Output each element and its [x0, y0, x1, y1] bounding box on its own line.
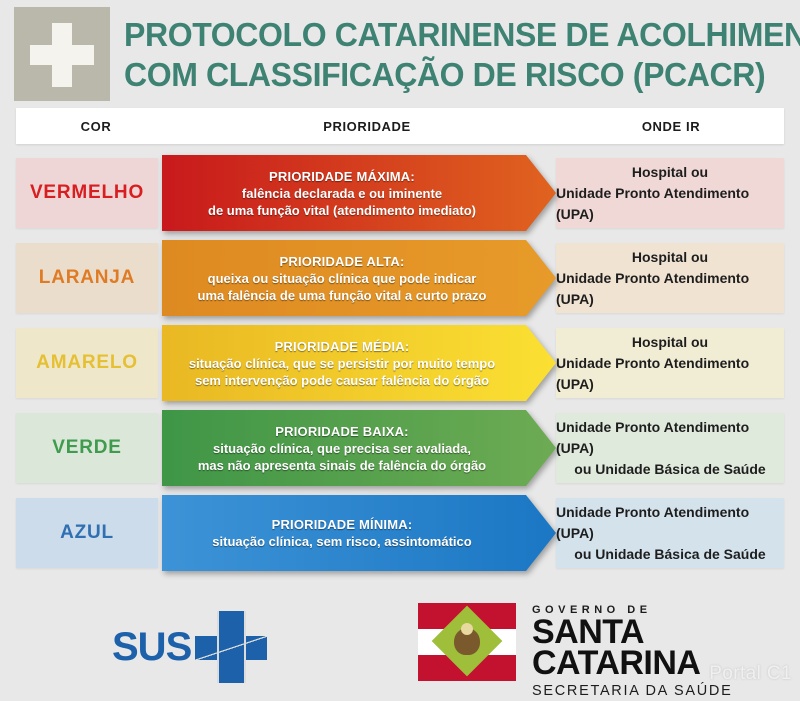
page-title: PROTOCOLO CATARINENSE DE ACOLHIMENTO COM…	[124, 13, 800, 95]
priority-arrow-shape	[162, 325, 556, 401]
santa-catarina-flag-icon	[418, 603, 516, 681]
color-cell: AZUL	[16, 498, 158, 568]
page-title-line-2: COM CLASSIFICAÇÃO DE RISCO (PCACR)	[124, 56, 766, 93]
priority-arrow-shape	[162, 155, 556, 231]
destination-line-2: Unidade Pronto Atendimento (UPA)	[556, 354, 750, 392]
priority-arrow: PRIORIDADE MÍNIMA:situação clínica, sem …	[158, 491, 556, 575]
sus-cross-icon	[193, 609, 269, 685]
flag-coat-of-arms-top	[461, 623, 473, 635]
priority-arrow-shape	[162, 410, 556, 486]
color-label: VERMELHO	[29, 182, 145, 203]
destination-line-1: Hospital ou	[631, 248, 709, 265]
state-name-line-2: CATARINA	[532, 644, 701, 682]
destination-cell: Unidade Pronto Atendimento (UPA) ou Unida…	[556, 498, 784, 568]
page-header: PROTOCOLO CATARINENSE DE ACOLHIMENTO COM…	[0, 0, 800, 108]
column-header-onde-ir: ONDE IR	[641, 118, 701, 134]
color-cell: LARANJA	[16, 243, 158, 313]
sus-logo: SUS	[112, 609, 269, 685]
priority-arrow: PRIORIDADE BAIXA:situação clínica, que p…	[158, 406, 556, 490]
destination-cell: Unidade Pronto Atendimento (UPA) ou Unida…	[556, 413, 784, 483]
destination-line-1: Unidade Pronto Atendimento (UPA)	[556, 418, 750, 456]
state-name-line-1: SANTA	[532, 613, 645, 651]
watermark: Portal C1	[709, 663, 792, 684]
governo-de-label: GOVERNO DE	[532, 604, 652, 616]
medical-cross-icon	[14, 7, 110, 101]
color-label: AZUL	[60, 522, 114, 543]
color-label: AMARELO	[36, 352, 138, 373]
destination-line-2: ou Unidade Básica de Saúde	[574, 460, 766, 477]
destination-cell: Hospital ou Unidade Pronto Atendimento (U…	[556, 158, 784, 228]
santa-catarina-logo: GOVERNO DE SANTA CATARINA SECRETARIA DA …	[418, 603, 732, 701]
priority-arrow-shape	[162, 240, 556, 316]
column-header-prioridade: PRIORIDADE	[323, 118, 411, 134]
destination-cell: Hospital ou Unidade Pronto Atendimento (U…	[556, 243, 784, 313]
destination-line-2: Unidade Pronto Atendimento (UPA)	[556, 184, 750, 222]
sus-cross-slash	[195, 636, 268, 660]
destination-line-2: ou Unidade Básica de Saúde	[574, 545, 766, 562]
column-header-cor: COR	[80, 118, 112, 134]
priority-arrow: PRIORIDADE MÁXIMA:falência declarada e o…	[158, 151, 556, 235]
color-cell: VERMELHO	[16, 158, 158, 228]
color-cell: AMARELO	[16, 328, 158, 398]
santa-catarina-wordmark: GOVERNO DE SANTA CATARINA SECRETARIA DA …	[532, 603, 732, 701]
page-footer: SUS GOVERNO DE SANTA CATARINA SECRETARIA…	[0, 593, 800, 701]
secretaria-label: SECRETARIA DA SAÚDE	[532, 683, 733, 699]
color-cell: VERDE	[16, 413, 158, 483]
page-title-line-1: PROTOCOLO CATARINENSE DE ACOLHIMENTO	[124, 16, 800, 53]
destination-line-2: Unidade Pronto Atendimento (UPA)	[556, 269, 750, 307]
destination-line-1: Hospital ou	[631, 163, 709, 180]
priority-arrow: PRIORIDADE MÉDIA:situação clínica, que s…	[158, 321, 556, 405]
priority-arrow-shape	[162, 495, 556, 571]
sus-logo-label: SUS	[112, 625, 192, 669]
priority-arrow: PRIORIDADE ALTA:queixa ou situação clíni…	[158, 236, 556, 320]
destination-line-1: Hospital ou	[631, 333, 709, 350]
cross-vertical-bar	[52, 23, 72, 87]
color-label: VERDE	[52, 437, 122, 458]
destination-line-1: Unidade Pronto Atendimento (UPA)	[556, 503, 750, 541]
destination-cell: Hospital ou Unidade Pronto Atendimento (U…	[556, 328, 784, 398]
color-label: LARANJA	[38, 267, 136, 288]
table-column-header: COR PRIORIDADE ONDE IR	[16, 108, 784, 144]
